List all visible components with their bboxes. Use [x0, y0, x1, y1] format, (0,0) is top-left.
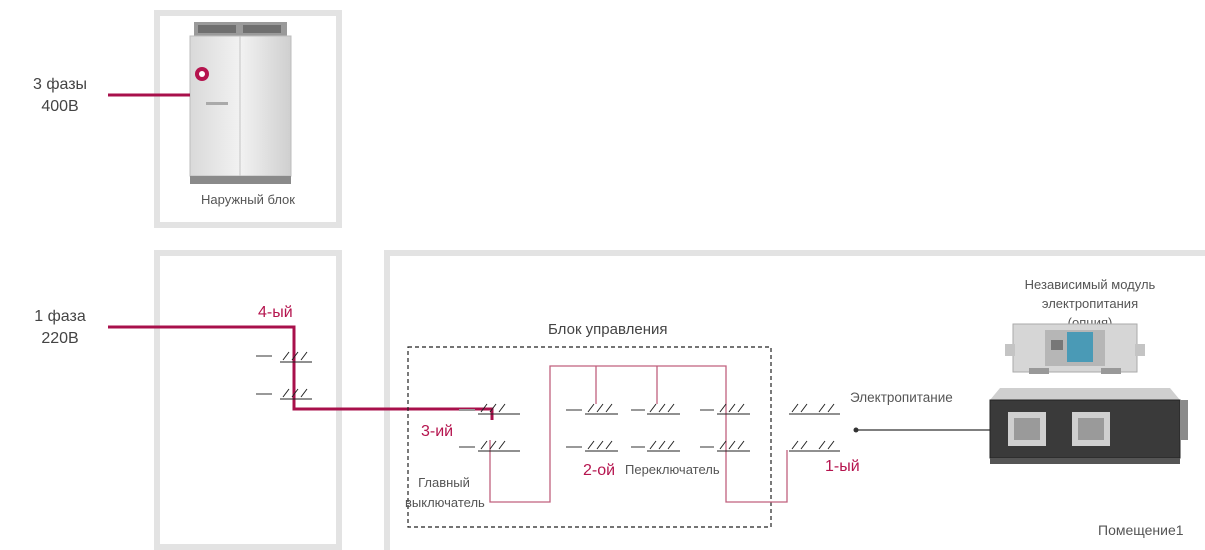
breaker-3-label: 3-ий [421, 423, 454, 440]
main-switch-line2: выключатель [405, 494, 485, 510]
breaker-2a-lower [585, 440, 618, 452]
room-frame [384, 250, 1205, 550]
breaker-2-label: 2-ой [583, 462, 616, 479]
breaker-2c-upper [717, 403, 750, 415]
breaker-1-lower [789, 440, 840, 452]
breaker-4-label: 4-ый [258, 304, 293, 321]
breaker-4-lower [280, 388, 312, 400]
power-module-line2: электропитания [1041, 295, 1139, 311]
control-block-title: Блок управления [548, 321, 668, 338]
breaker-3-upper [478, 403, 520, 415]
breaker-2a-upper [585, 403, 618, 415]
control-block-box [407, 346, 772, 528]
breaker-1-upper [789, 403, 840, 415]
power-supply-label: Электропитание [850, 390, 953, 405]
breaker-1-label: 1-ый [825, 458, 860, 475]
outdoor-unit-image [188, 22, 293, 184]
one-phase-line1: 1 фаза [34, 308, 86, 325]
one-phase-line2: 220В [41, 329, 79, 347]
terminal-marks [256, 355, 714, 448]
power-supply-node [853, 427, 859, 433]
main-switch-line1: Главный [418, 475, 470, 490]
power-module-image [1005, 320, 1145, 378]
internal-wiring [489, 365, 788, 503]
breaker-4-upper [280, 351, 312, 363]
outdoor-unit-label: Наружный блок [201, 192, 295, 207]
breaker-2b-lower [647, 440, 680, 452]
three-phase-line1: 3 фазы [32, 76, 88, 93]
three-phase-line2: 400В [41, 97, 79, 115]
breaker-3-lower [478, 440, 520, 452]
breaker-symbols [280, 351, 840, 452]
outdoor-unit-frame [154, 10, 342, 228]
room-label: Помещение1 [1098, 522, 1184, 538]
breaker-2c-lower [717, 440, 750, 452]
three-phase-label: 3 фазы 400В [20, 74, 100, 117]
main-switch-label: Главный выключатель [405, 473, 485, 512]
switch-label: Переключатель [625, 462, 720, 477]
one-phase-wire [108, 325, 494, 420]
breaker-2b-upper [647, 403, 680, 415]
indoor-unit-image [980, 386, 1190, 468]
power-module-line1: Независимый модуль [1024, 277, 1156, 292]
one-phase-label: 1 фаза 220В [20, 306, 100, 349]
